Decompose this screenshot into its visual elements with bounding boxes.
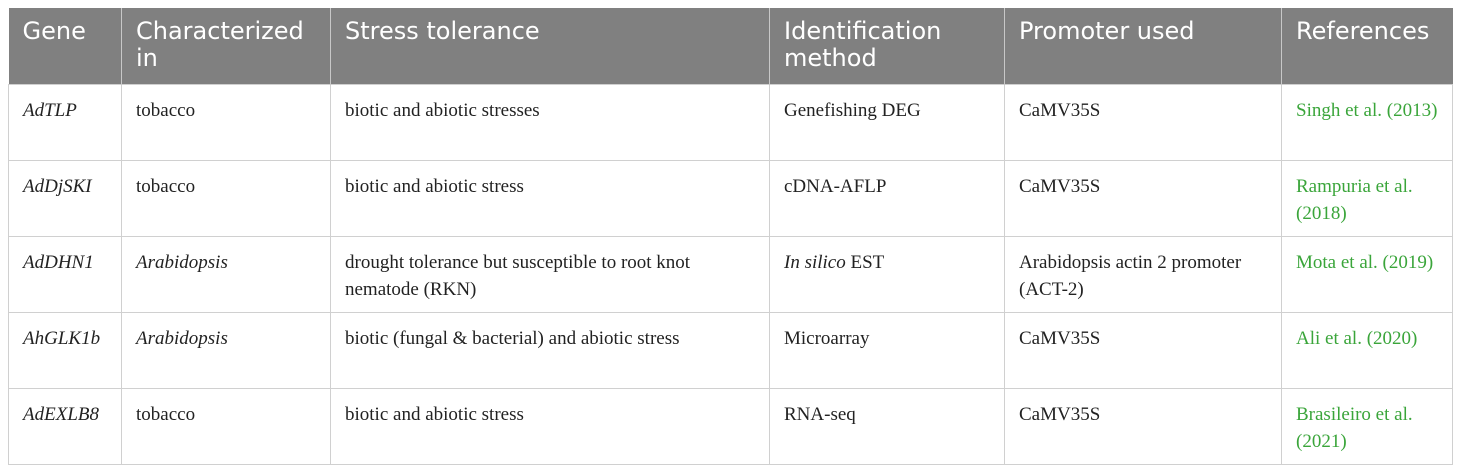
reference-link[interactable]: Ali et al. (2020) [1296, 328, 1418, 349]
header-gene: Gene [22, 17, 86, 45]
cell-characterized-in: tobacco [121, 388, 331, 465]
cell-stress-tolerance: biotic and abiotic stresses [330, 84, 770, 161]
method-prefix: In silico [784, 252, 846, 273]
method-text: cDNA-AFLP [784, 176, 887, 197]
cell-promoter: CaMV35S [1004, 84, 1282, 161]
table-row: AdDHN1 Arabidopsis drought tolerance but… [8, 236, 1453, 313]
table-row: AdDjSKI tobacco biotic and abiotic stres… [8, 160, 1453, 237]
cell-identification-method: cDNA-AFLP [769, 160, 1005, 237]
table-row: AdEXLB8 tobacco biotic and abiotic stres… [8, 388, 1453, 465]
cell-identification-method: RNA-seq [769, 388, 1005, 465]
header-references: References [1281, 8, 1453, 85]
method-text: Genefishing DEG [784, 100, 921, 121]
header-identification-method: Identification method [769, 8, 1005, 85]
cell-gene: AhGLK1b [8, 312, 122, 389]
gene-table: Gene Characterized in Stress tolerance I… [8, 8, 1453, 465]
method-text: Microarray [784, 328, 870, 349]
method-text: RNA-seq [784, 404, 856, 425]
cell-reference: Brasileiro et al. (2021) [1281, 388, 1453, 465]
cell-gene: AdEXLB8 [8, 388, 122, 465]
cell-stress-tolerance: biotic (fungal & bacterial) and abiotic … [330, 312, 770, 389]
cell-stress-tolerance: biotic and abiotic stress [330, 388, 770, 465]
cell-identification-method: Genefishing DEG [769, 84, 1005, 161]
table-header-row: Gene Characterized in Stress tolerance I… [8, 8, 1453, 85]
cell-promoter: CaMV35S [1004, 160, 1282, 237]
cell-characterized-in: tobacco [121, 160, 331, 237]
table-row: AdTLP tobacco biotic and abiotic stresse… [8, 84, 1453, 161]
cell-reference: Singh et al. (2013) [1281, 84, 1453, 161]
method-text: EST [845, 252, 885, 273]
cell-reference: Ali et al. (2020) [1281, 312, 1453, 389]
cell-characterized-in: Arabidopsis [121, 312, 331, 389]
header-characterized-in: Characterized in [121, 8, 331, 85]
cell-stress-tolerance: biotic and abiotic stress [330, 160, 770, 237]
cell-identification-method: In silico EST [769, 236, 1005, 313]
cell-gene: AdTLP [8, 84, 122, 161]
cell-identification-method: Microarray [769, 312, 1005, 389]
reference-link[interactable]: Brasileiro et al. (2021) [1296, 404, 1413, 452]
reference-link[interactable]: Singh et al. (2013) [1296, 100, 1438, 121]
reference-link[interactable]: Mota et al. (2019) [1296, 252, 1434, 273]
cell-gene: AdDjSKI [8, 160, 122, 237]
gene-table-container: Gene Characterized in Stress tolerance I… [8, 8, 1453, 465]
cell-promoter: CaMV35S [1004, 312, 1282, 389]
cell-characterized-in: tobacco [121, 84, 331, 161]
cell-promoter: CaMV35S [1004, 388, 1282, 465]
cell-characterized-in: Arabidopsis [121, 236, 331, 313]
header-promoter-used: Promoter used [1004, 8, 1282, 85]
header-stress-tolerance: Stress tolerance [330, 8, 770, 85]
cell-gene: AdDHN1 [8, 236, 122, 313]
cell-reference: Rampuria et al. (2018) [1281, 160, 1453, 237]
cell-reference: Mota et al. (2019) [1281, 236, 1453, 313]
table-row: AhGLK1b Arabidopsis biotic (fungal & bac… [8, 312, 1453, 389]
cell-stress-tolerance: drought tolerance but susceptible to roo… [330, 236, 770, 313]
reference-link[interactable]: Rampuria et al. (2018) [1296, 176, 1413, 224]
cell-promoter: Arabidopsis actin 2 promoter (ACT-2) [1004, 236, 1282, 313]
